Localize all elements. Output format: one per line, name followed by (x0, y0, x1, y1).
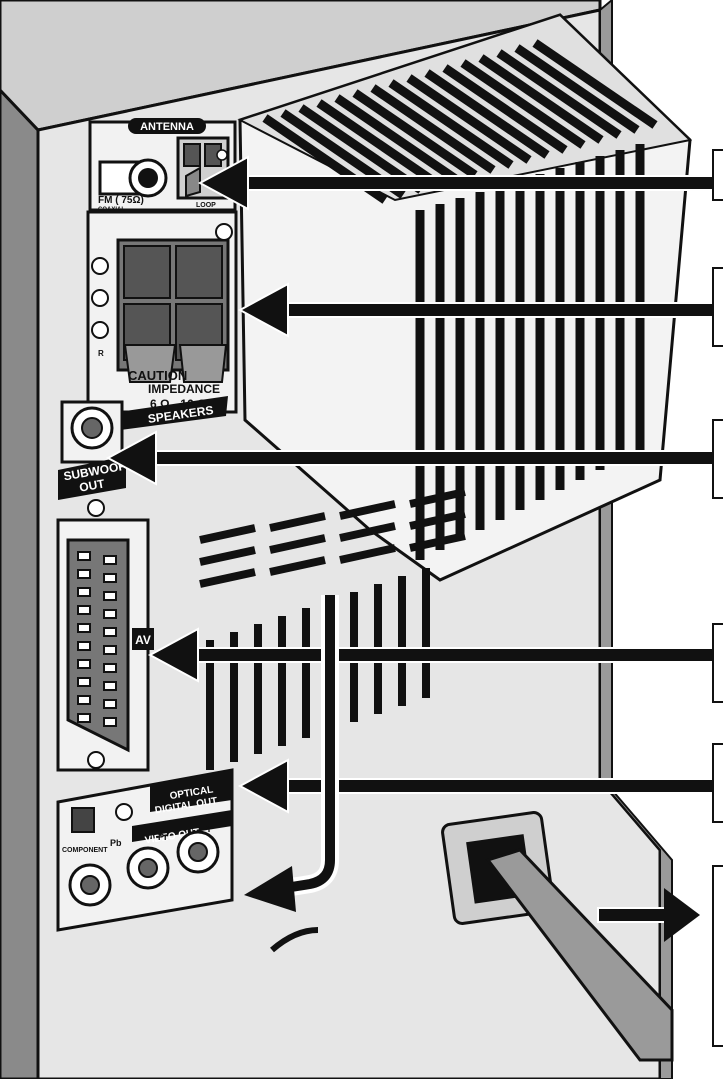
scart-pin (103, 663, 117, 673)
vent-slat (424, 69, 550, 159)
lower-vent-slot (199, 546, 256, 566)
vent-slat (352, 89, 478, 179)
scart-pin (103, 555, 117, 565)
speaker-section: R CAUTION IMPEDANCE 6 Ω - 16 Ω SPEAKERS (86, 210, 238, 430)
video-section: OPTICAL DIGITAL OUT VIDEO OUT COMPONENT … (56, 768, 234, 932)
component-pb-jack[interactable] (68, 863, 112, 907)
lower-vent-slot (339, 522, 396, 542)
scart-pin (77, 605, 91, 615)
av-scart-connector[interactable] (66, 538, 130, 753)
lower-vent-slot (409, 532, 466, 552)
caution-label: CAUTION (128, 368, 187, 383)
component-pr-jack[interactable] (126, 846, 170, 890)
scart-pin (77, 587, 91, 597)
callout-arrows (105, 155, 723, 814)
lower-vent-slot (339, 500, 396, 520)
scart-pin (103, 717, 117, 727)
callout-label-box (712, 743, 723, 823)
scart-pin (103, 645, 117, 655)
scart-pin (77, 623, 91, 633)
callout-label-box (712, 149, 723, 201)
vent-slat (406, 74, 532, 164)
speaker-r-label: R (98, 349, 104, 358)
component-label: COMPONENT (62, 847, 108, 854)
callout-boxes (712, 149, 723, 1047)
scart-pin (103, 591, 117, 601)
optical-jack[interactable] (71, 807, 95, 833)
callout-arrow (237, 282, 723, 338)
scart-pin (103, 627, 117, 637)
vent-slat (478, 54, 604, 144)
scart-pin (103, 681, 117, 691)
antenna-label: ANTENNA (140, 121, 194, 133)
vent-slat (460, 59, 586, 149)
cable-routing-arrow (244, 595, 339, 912)
lower-vent-slot (409, 510, 466, 530)
vent-slat (316, 99, 442, 189)
vent-slat (388, 79, 514, 169)
component-y-jack[interactable] (176, 830, 220, 874)
lower-vent-slot (269, 534, 326, 554)
scart-pin (77, 551, 91, 561)
scart-pin (77, 659, 91, 669)
callout-label-box (712, 865, 723, 1047)
scart-pin (77, 713, 91, 723)
vent-slat (496, 49, 622, 139)
lower-vent-slot (409, 488, 466, 508)
power-cord (485, 848, 674, 1062)
pb-label: Pb (110, 838, 122, 848)
lower-vent-slot (199, 568, 256, 588)
callout-arrow (237, 758, 723, 814)
scart-pin (103, 609, 117, 619)
callout-label-box (712, 623, 723, 703)
cord-out-arrow (597, 888, 700, 942)
cabinet-left-side (0, 87, 40, 1079)
lower-vent-slot (269, 512, 326, 532)
cable-slot (270, 927, 319, 953)
subwoofer-jack[interactable] (70, 406, 114, 450)
fm-label: FM ( 75Ω) (98, 195, 144, 206)
subwoofer-out-label: OUT (78, 476, 106, 494)
coaxial-label: COAXIAL (98, 207, 125, 213)
loop-label: LOOP (196, 202, 216, 209)
impedance-label: IMPEDANCE (148, 382, 220, 396)
vent-slat (334, 94, 460, 184)
antenna-section: ANTENNA FM ( 75Ω) COAXIAL LOOP (88, 118, 237, 213)
callout-label-box (712, 267, 723, 347)
scart-pin (103, 573, 117, 583)
lower-vent-slot (339, 544, 396, 564)
lower-vent-slot (269, 556, 326, 576)
scart-pin (77, 695, 91, 705)
scart-pin (77, 569, 91, 579)
pr-label: Pr (158, 832, 168, 842)
lower-vent-slot (199, 524, 256, 544)
speaker-terminals[interactable] (116, 238, 230, 383)
av-label: AV (135, 633, 151, 647)
fm-coaxial-jack[interactable] (98, 158, 168, 198)
scart-pin (103, 699, 117, 709)
callout-arrow (105, 430, 723, 486)
callout-label-box (712, 419, 723, 499)
scart-pin (77, 677, 91, 687)
scart-pin (77, 641, 91, 651)
vent-slat (532, 39, 658, 129)
av-section: AV (56, 499, 154, 772)
vent-slat (442, 64, 568, 154)
y-label: Y (206, 824, 212, 834)
callout-arrow (197, 155, 723, 211)
vent-slat (514, 44, 640, 134)
vent-slat (370, 84, 496, 174)
